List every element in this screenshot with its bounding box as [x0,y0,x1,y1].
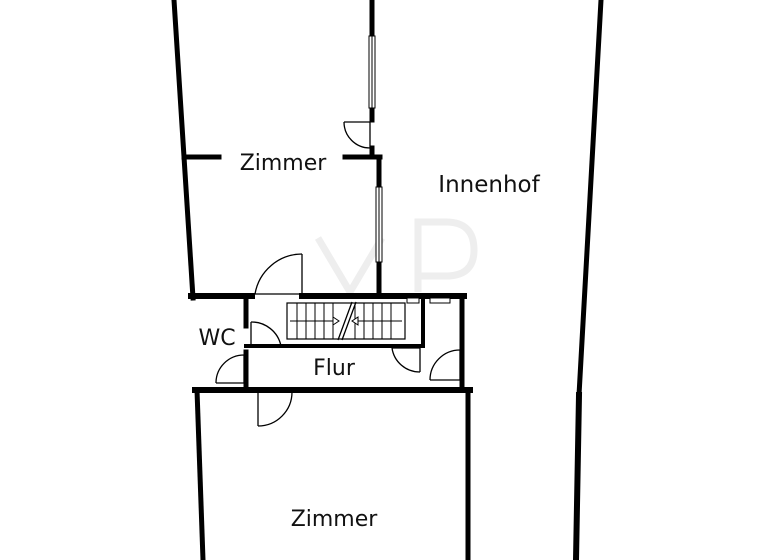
door-stairs-left [250,321,282,347]
window-flur-1 [406,297,420,304]
door-stairs-right [391,347,421,373]
label-wc: WC [198,326,235,351]
flur-block [192,253,473,560]
door-to-innenhof [343,121,371,149]
door-wc [215,354,245,384]
door-flur-right [429,349,461,381]
top-room-walls [181,0,467,299]
label-innenhof: Innenhof [438,172,540,198]
label-flur: Flur [313,356,356,381]
right-outer-wall-upper [576,0,604,398]
outer-walls [171,0,604,560]
door-top-room [254,253,303,295]
door-bottom-room [257,391,293,427]
staircase [286,301,406,341]
left-lower-wall [194,387,206,560]
label-zimmer-bottom: Zimmer [291,507,379,532]
right-outer-wall-lower [572,391,583,560]
watermark-logo [314,218,478,299]
window-flur-2 [429,297,451,304]
label-zimmer-top: Zimmer [240,151,328,176]
left-outer-wall [171,0,196,301]
